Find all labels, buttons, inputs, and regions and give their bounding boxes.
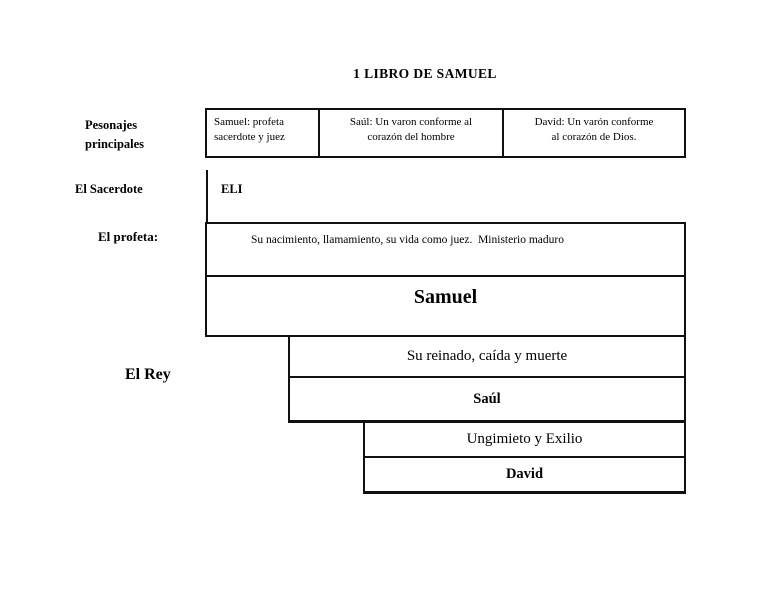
row-label-personajes-line2: principales — [85, 137, 145, 151]
row-label-profeta: El profeta: — [98, 229, 159, 244]
samuel-description-box: Su nacimiento, llamamiento, su vida como… — [205, 222, 686, 277]
page-title: 1 LIBRO DE SAMUEL — [353, 66, 497, 81]
sacerdote-eli-name: ELI — [221, 182, 243, 196]
row-label-personajes: Pesonajes principales — [85, 116, 144, 154]
row-label-rey: El Rey — [125, 366, 171, 383]
personajes-cell-saul-line2: corazón del hombre — [367, 131, 455, 143]
personajes-cell-david-line2: al corazón de Dios. — [551, 131, 637, 143]
row-label-sacerdote: El Sacerdote — [75, 182, 143, 196]
personajes-cell-saul-line1: Saúl: Un varon conforme al — [349, 116, 473, 128]
row-label-personajes-line1: Pesonajes — [85, 118, 138, 132]
david-name-box: David — [363, 458, 686, 494]
samuel-name-box: Samuel — [205, 277, 686, 337]
personajes-cell-david-line1: David: Un varón conforme — [534, 116, 654, 128]
david-description-box: Ungimieto y Exilio — [363, 420, 686, 458]
saul-description-box: Su reinado, caída y muerte — [288, 335, 686, 378]
personajes-cell-david: David: Un varón conforme al corazón de D… — [504, 110, 684, 156]
profeta-samuel-section: Su nacimiento, llamamiento, su vida como… — [205, 222, 686, 337]
rey-saul-section: Su reinado, caída y muerte Saúl — [288, 335, 686, 423]
saul-name-box: Saúl — [288, 378, 686, 423]
personajes-cell-samuel: Samuel: profeta sacerdote y juez — [207, 110, 320, 156]
rey-david-section: Ungimieto y Exilio David — [363, 420, 686, 494]
personajes-cell-samuel-line2: sacerdote y juez — [214, 131, 285, 143]
personajes-cell-saul: Saúl: Un varon conforme al corazón del h… — [320, 110, 504, 156]
sacerdote-eli-zone: ELI — [206, 170, 426, 222]
personajes-principales-row: Samuel: profeta sacerdote y juez Saúl: U… — [205, 108, 686, 158]
personajes-cell-samuel-line1: Samuel: profeta — [214, 116, 284, 128]
